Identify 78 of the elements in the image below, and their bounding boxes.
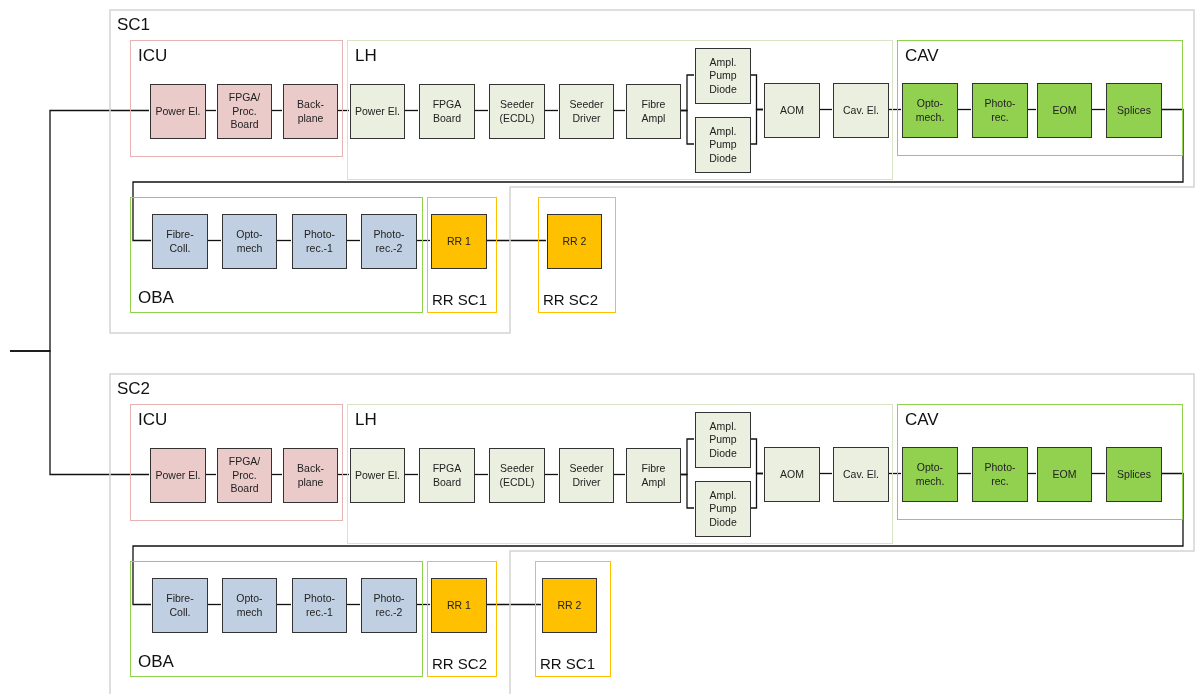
- component-box: Photo- rec.: [972, 447, 1028, 502]
- group-title: LH: [355, 47, 377, 66]
- component-box: Seeder (ECDL): [489, 84, 545, 139]
- group-title: LH: [355, 411, 377, 430]
- connector-line: [485, 239, 547, 242]
- component-box: EOM: [1037, 447, 1092, 502]
- connector-line: [679, 109, 695, 145]
- component-box: Fibre Ampl: [626, 84, 681, 139]
- subsystem-frame: [347, 40, 893, 180]
- subsystem-frame: [897, 404, 1183, 520]
- connector-line: [485, 603, 542, 606]
- component-box: Seeder Driver: [559, 448, 614, 503]
- connector-line: [132, 472, 1184, 606]
- component-box: Photo- rec.: [972, 83, 1028, 138]
- component-box: RR 2: [547, 214, 602, 269]
- component-box: Photo- rec.-1: [292, 214, 347, 269]
- component-box: RR 1: [431, 214, 487, 269]
- connector-line: [679, 473, 695, 509]
- component-box: Ampl. Pump Diode: [695, 481, 751, 537]
- component-box: RR 1: [431, 578, 487, 633]
- component-box: Splices: [1106, 83, 1162, 138]
- connector-line: [9, 350, 150, 476]
- subsystem-frame: [427, 197, 497, 313]
- component-box: Opto- mech.: [902, 83, 958, 138]
- group-title: OBA: [138, 289, 174, 308]
- subsystem-frame: [130, 404, 343, 521]
- component-box: Photo- rec.-1: [292, 578, 347, 633]
- group-title: SC2: [117, 380, 151, 399]
- group-title: ICU: [138, 47, 168, 66]
- group-title: RR SC1: [432, 291, 487, 308]
- component-box: FPGA Board: [419, 448, 475, 503]
- subsystem-frame: [130, 40, 343, 157]
- component-box: Ampl. Pump Diode: [695, 117, 751, 173]
- group-title: RR SC2: [543, 291, 598, 308]
- component-box: Photo- rec.-2: [361, 578, 417, 633]
- component-box: Power El.: [150, 448, 206, 503]
- component-box: Photo- rec.-2: [361, 214, 417, 269]
- component-box: Back- plane: [283, 84, 338, 139]
- subsystem-frame: [538, 197, 616, 313]
- connector-line: [749, 108, 764, 145]
- component-box: Splices: [1106, 447, 1162, 502]
- component-box: FPGA/ Proc. Board: [217, 448, 272, 503]
- group-title: OBA: [138, 653, 174, 672]
- component-box: Ampl. Pump Diode: [695, 412, 751, 468]
- connector-line: [132, 108, 1184, 242]
- component-box: Seeder (ECDL): [489, 448, 545, 503]
- group-title: RR SC2: [432, 655, 487, 672]
- component-box: Fibre- Coll.: [152, 578, 208, 633]
- component-box: Power El.: [150, 84, 206, 139]
- subsystem-frame: [130, 561, 423, 677]
- group-title: RR SC1: [540, 655, 595, 672]
- component-box: Cav. El.: [833, 447, 889, 502]
- component-box: Back- plane: [283, 448, 338, 503]
- component-box: EOM: [1037, 83, 1092, 138]
- group-title: ICU: [138, 411, 168, 430]
- subsystem-frame: [347, 404, 893, 544]
- group-title: CAV: [905, 47, 939, 66]
- component-box: Opto- mech.: [902, 447, 958, 502]
- group-title: CAV: [905, 411, 939, 430]
- component-box: Opto- mech: [222, 214, 277, 269]
- component-box: Fibre Ampl: [626, 448, 681, 503]
- component-box: AOM: [764, 447, 820, 502]
- connector-line: [749, 472, 764, 509]
- subsystem-frame: [130, 197, 423, 313]
- component-box: FPGA/ Proc. Board: [217, 84, 272, 139]
- subsystem-frame: [427, 561, 497, 677]
- component-box: RR 2: [542, 578, 597, 633]
- component-box: Fibre- Coll.: [152, 214, 208, 269]
- component-box: AOM: [764, 83, 820, 138]
- subsystem-frame: [897, 40, 1183, 156]
- component-box: Ampl. Pump Diode: [695, 48, 751, 104]
- component-box: Power El.: [350, 448, 405, 503]
- group-title: SC1: [117, 16, 151, 35]
- component-box: Power El.: [350, 84, 405, 139]
- component-box: FPGA Board: [419, 84, 475, 139]
- component-box: Opto- mech: [222, 578, 277, 633]
- component-box: Seeder Driver: [559, 84, 614, 139]
- component-box: Cav. El.: [833, 83, 889, 138]
